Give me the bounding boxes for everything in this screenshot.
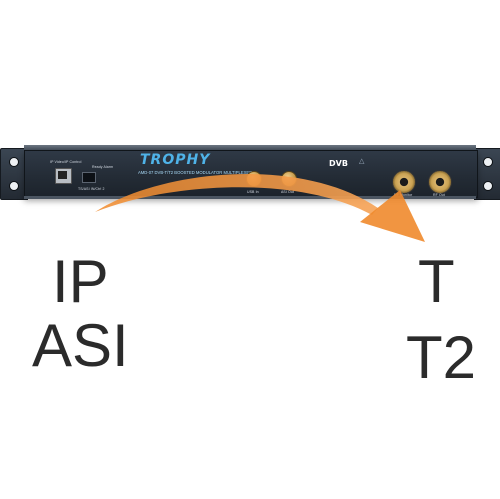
asi-port — [82, 172, 96, 183]
input-label-asi: ASI — [32, 312, 129, 379]
device-model-subtitle: AMD-07 DVB-T/T2 BOOSTED MODULATOR MULTIP… — [138, 170, 253, 175]
input-label-ip: IP — [52, 248, 109, 315]
dvb-logo: DVB — [329, 159, 348, 168]
rf-out-connector — [428, 170, 452, 194]
knob1-label: USB In — [247, 190, 259, 194]
ip-control-label: IP Video/IP Control — [50, 160, 82, 164]
knob2-label: ASI Out — [281, 190, 294, 194]
rack-hole — [483, 157, 493, 167]
arrow-head — [360, 190, 425, 242]
output-label-t: T — [418, 248, 455, 315]
rf-monitor-label: RF Monitor — [394, 193, 413, 197]
rack-hole — [9, 181, 19, 191]
right-rack-ear — [474, 148, 500, 200]
device-top-edge — [24, 145, 476, 151]
ready-alarm-label: Ready Alarm — [92, 165, 114, 169]
left-rack-ear — [0, 148, 28, 200]
output-label-t2: T2 — [406, 324, 477, 391]
arrow-body — [95, 174, 378, 215]
device-bottom-edge — [24, 196, 476, 199]
usb-icon: △ — [359, 158, 365, 165]
rf-monitor-connector — [392, 170, 416, 194]
ethernet-port-socket — [58, 171, 67, 179]
rack-hole — [9, 157, 19, 167]
asi-input-label: TS/ASI IN/Ctrl 2 — [78, 187, 105, 191]
rf-out-label: RF Out — [433, 193, 445, 197]
brand-logo: TROPHY — [140, 152, 211, 168]
rack-hole — [483, 181, 493, 191]
